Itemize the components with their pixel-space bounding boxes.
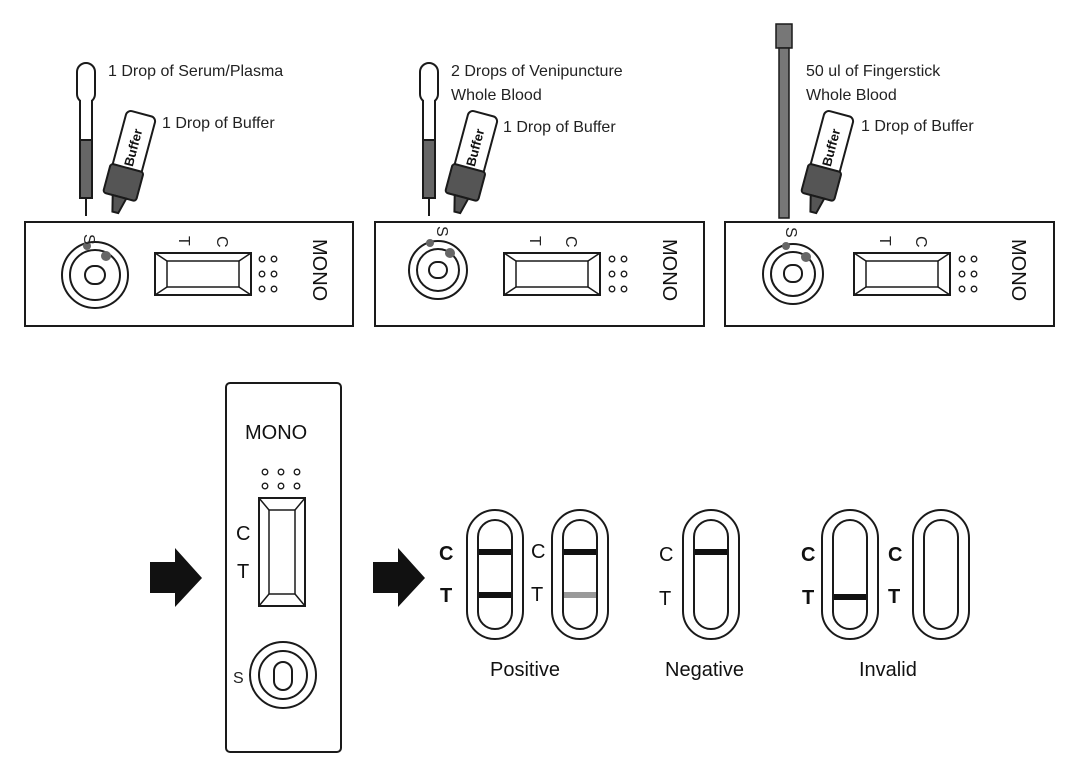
result-window (821, 509, 879, 640)
result-window (551, 509, 609, 640)
results-positive: C T C T Positive (439, 509, 609, 681)
t-line-letter: T (531, 584, 543, 606)
t-line-letter: T (659, 588, 671, 610)
results-negative: C T Negative (659, 509, 744, 681)
sample-well-letter: S (233, 670, 244, 687)
device-brand: MONO (308, 239, 330, 301)
pipette-icon (76, 62, 96, 216)
sample-well-letter: S (433, 226, 450, 237)
test-line (479, 592, 511, 598)
device-brand: MONO (245, 422, 307, 444)
step-1-serum-plasma: Buffer 1 Drop of Serum/Plasma 1 Drop of … (24, 62, 354, 327)
device-brand: MONO (1007, 239, 1029, 301)
t-line-letter: T (237, 561, 249, 583)
buffer-label: 1 Drop of Buffer (162, 115, 275, 132)
positive-label: Positive (490, 659, 560, 681)
t-line-letter: T (802, 587, 814, 609)
faint-test-line (564, 592, 596, 598)
test-cassette: S T C MONO (374, 221, 705, 327)
sample-label: 1 Drop of Serum/Plasma (108, 63, 283, 80)
c-line-letter: C (562, 236, 579, 248)
t-line-letter: T (440, 585, 452, 607)
vertical-test-cassette: MONO C T S (225, 382, 342, 753)
sample-label-line2: Whole Blood (451, 87, 542, 104)
invalid-label: Invalid (859, 659, 917, 681)
result-window (682, 509, 740, 640)
negative-label: Negative (665, 659, 744, 681)
c-line-letter: C (531, 541, 545, 563)
c-line-letter: C (659, 544, 673, 566)
c-line-letter: C (912, 236, 929, 248)
c-line-letter: C (439, 543, 453, 565)
t-line-letter: T (888, 586, 900, 608)
arrow-right-icon (373, 548, 425, 607)
sample-label: 2 Drops of Venipuncture (451, 63, 623, 80)
test-cassette: S T C MONO (724, 221, 1055, 327)
sample-label: 50 ul of Fingerstick (806, 63, 941, 80)
step-3-fingerstick: Buffer 50 ul of Fingerstick Whole Blood … (724, 23, 1055, 327)
test-line (834, 594, 866, 600)
t-line-letter: T (526, 236, 543, 246)
buffer-bottle-icon: Buffer (102, 110, 157, 215)
pipette-icon (419, 62, 439, 216)
buffer-bottle-icon: Buffer (800, 110, 855, 215)
test-cassette: S T C MONO (24, 221, 354, 327)
control-line (479, 549, 511, 555)
c-line-letter: C (801, 544, 815, 566)
result-window (912, 509, 970, 640)
sample-label-line2: Whole Blood (806, 87, 897, 104)
buffer-bottle-icon: Buffer (444, 110, 499, 215)
c-line-letter: C (236, 523, 250, 545)
results-invalid: C T C T Invalid (801, 509, 970, 681)
arrow-right-icon (150, 548, 202, 607)
step-2-venipuncture: Buffer 2 Drops of Venipuncture Whole Blo… (374, 62, 705, 327)
c-line-letter: C (213, 236, 230, 248)
c-line-letter: C (888, 544, 902, 566)
buffer-label: 1 Drop of Buffer (503, 119, 616, 136)
buffer-label: 1 Drop of Buffer (861, 118, 974, 135)
device-brand: MONO (658, 239, 680, 301)
t-line-letter: T (876, 236, 893, 246)
control-line (564, 549, 596, 555)
sample-well-letter: S (80, 234, 97, 245)
control-line (695, 549, 727, 555)
t-line-letter: T (175, 236, 192, 246)
result-window (466, 509, 524, 640)
capillary-tube-icon (775, 23, 793, 219)
sample-well-letter: S (782, 227, 799, 238)
